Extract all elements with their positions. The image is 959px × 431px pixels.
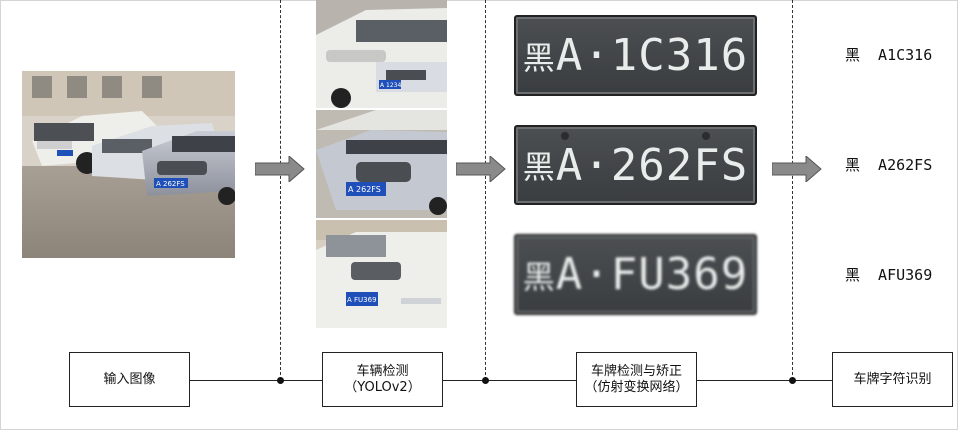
stage-character-recognition: 车牌字符识别 bbox=[832, 352, 953, 407]
junction-dot-1 bbox=[277, 377, 284, 384]
stage-label: 车牌字符识别 bbox=[853, 371, 932, 387]
input-image: A 262FS bbox=[22, 71, 235, 258]
crop-plate-text: A FU369 bbox=[347, 296, 377, 304]
crop-plate-text: A 1234 bbox=[380, 82, 401, 89]
stage-vehicle-detection: 车辆检测 （YOLOv2） bbox=[322, 352, 443, 407]
stage-sublabel: （仿射变换网络） bbox=[584, 379, 689, 395]
plate-province: 黑 bbox=[522, 38, 556, 77]
stage-label: 车辆检测 bbox=[356, 363, 409, 379]
scene-plate-text: A 262FS bbox=[156, 180, 185, 188]
result-text-3: 黑 AFU369 bbox=[845, 266, 933, 284]
stage-label: 车牌检测与矫正 bbox=[590, 363, 682, 379]
plate-prefix: A· bbox=[555, 249, 611, 300]
crop-plate-text: A 262FS bbox=[348, 185, 381, 194]
vehicle-crop-2: A 262FS bbox=[316, 110, 447, 218]
connector-3 bbox=[697, 380, 832, 381]
junction-dot-2 bbox=[482, 377, 489, 384]
rectified-plate-1: 黑 A· 1C316 bbox=[514, 15, 757, 96]
stage-plate-detection: 车牌检测与矫正 （仿射变换网络） bbox=[576, 352, 697, 407]
stage-label: 输入图像 bbox=[103, 371, 156, 387]
rectified-plate-3: 黑 A· FU369 bbox=[514, 234, 757, 315]
stage-input-image: 输入图像 bbox=[69, 352, 190, 407]
plate-code: 262FS bbox=[610, 139, 749, 191]
rectified-plate-2: 黑 A· 262FS bbox=[514, 125, 757, 205]
arrow-right-icon bbox=[456, 156, 506, 182]
divider-1 bbox=[280, 0, 281, 380]
connector-2 bbox=[442, 380, 576, 381]
plate-code: FU369 bbox=[610, 249, 749, 300]
vehicle-crop-3: A FU369 bbox=[316, 220, 447, 328]
arrow-right-icon bbox=[772, 156, 822, 182]
stage-sublabel: （YOLOv2） bbox=[344, 379, 421, 395]
divider-3 bbox=[792, 0, 793, 380]
plate-code: 1C316 bbox=[610, 30, 749, 81]
plate-province: 黑 bbox=[522, 257, 556, 296]
result-text-2: 黑 A262FS bbox=[845, 156, 933, 174]
plate-prefix: A· bbox=[555, 139, 611, 191]
connector-1 bbox=[190, 380, 322, 381]
divider-2 bbox=[485, 0, 486, 380]
plate-province: 黑 bbox=[522, 148, 556, 186]
plate-prefix: A· bbox=[555, 30, 611, 81]
vehicle-crop-1: A 1234 bbox=[316, 0, 447, 108]
junction-dot-3 bbox=[789, 377, 796, 384]
arrow-right-icon bbox=[255, 156, 305, 182]
result-text-1: 黑 A1C316 bbox=[845, 46, 933, 64]
